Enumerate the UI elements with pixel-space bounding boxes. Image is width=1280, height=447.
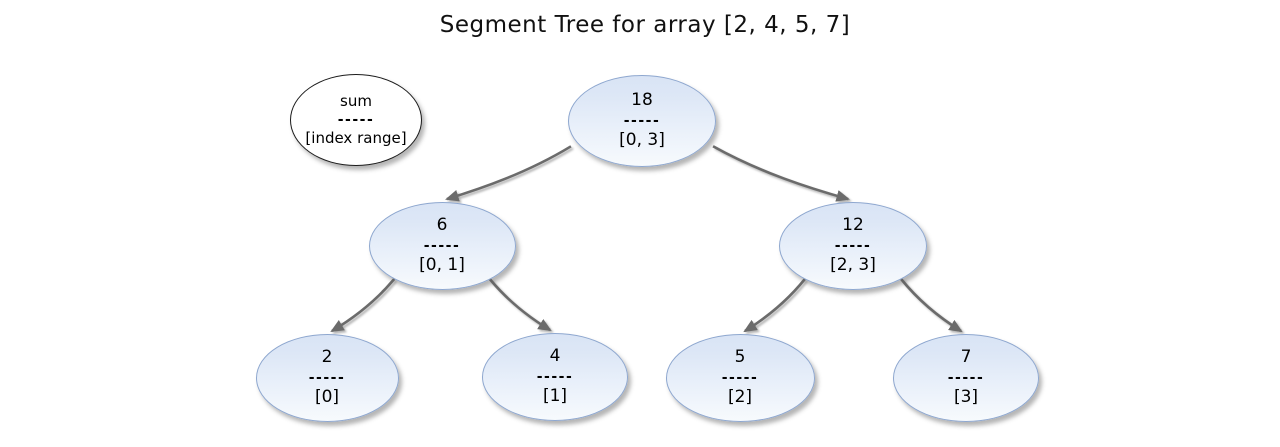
node-range: [0, 1] — [419, 255, 465, 276]
node-range: [3] — [953, 387, 979, 408]
node-range: [2] — [727, 387, 753, 408]
tree-edges — [330, 145, 963, 333]
node-separator: ----- — [536, 368, 574, 385]
node-separator: ----- — [721, 369, 759, 386]
node-value: 12 — [842, 215, 864, 236]
legend-node: sum ----- [index range] — [290, 74, 422, 166]
edge-right-to-leaf2 — [743, 278, 806, 333]
node-separator: ----- — [623, 112, 661, 129]
tree-node-right: 12 ----- [2, 3] — [779, 202, 927, 290]
tree-node-left: 6 ----- [0, 1] — [368, 202, 516, 290]
tree-node-leaf0: 2 ----- [0] — [255, 334, 399, 422]
node-value: 18 — [631, 90, 653, 111]
node-value: 5 — [734, 347, 746, 368]
tree-node-leaf3: 7 ----- [3] — [893, 334, 1039, 422]
edge-left-to-leaf1 — [488, 278, 552, 332]
edge-right-to-leaf3 — [900, 278, 963, 333]
legend-range-label: [index range] — [305, 129, 407, 148]
tree-node-leaf1: 4 ----- [1] — [482, 333, 628, 421]
edge-root-to-right — [712, 145, 850, 202]
tree-node-leaf2: 5 ----- [2] — [665, 334, 815, 422]
legend-value-label: sum — [340, 91, 372, 110]
node-separator: ----- — [834, 237, 872, 254]
diagram-title: Segment Tree for array [2, 4, 5, 7] — [439, 12, 851, 38]
node-separator: ----- — [423, 237, 461, 254]
node-value: 4 — [549, 346, 561, 367]
node-separator: ----- — [308, 369, 346, 386]
node-separator: ----- — [947, 369, 985, 386]
node-range: [0, 3] — [619, 130, 665, 151]
edge-left-to-leaf0 — [330, 278, 396, 333]
node-range: [2, 3] — [830, 255, 876, 276]
node-value: 6 — [436, 215, 448, 236]
legend-separator: ----- — [337, 111, 375, 128]
node-range: [1] — [542, 386, 568, 407]
tree-node-root: 18 ----- [0, 3] — [568, 75, 716, 167]
node-value: 2 — [321, 347, 333, 368]
node-range: [0] — [314, 387, 340, 408]
edge-root-to-left — [445, 145, 572, 202]
node-value: 7 — [960, 347, 972, 368]
